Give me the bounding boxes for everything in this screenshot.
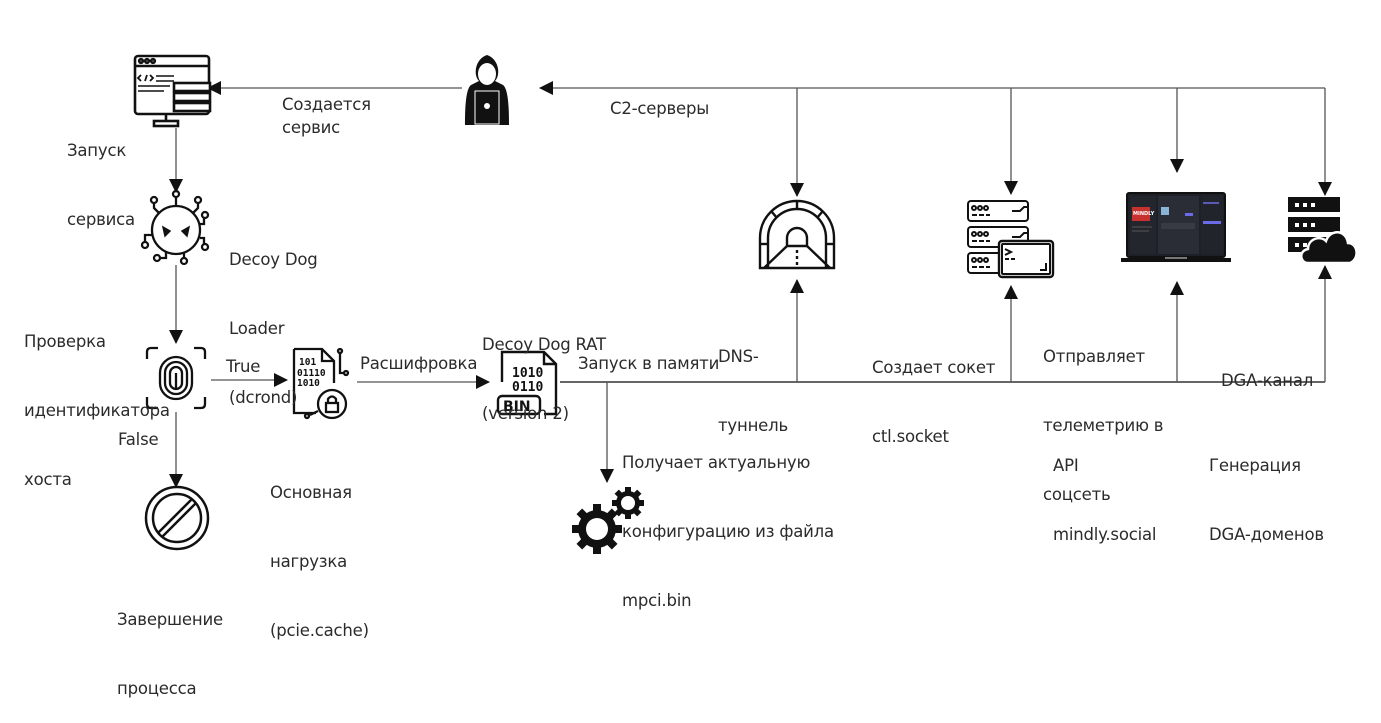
- svg-text:101: 101: [299, 357, 316, 368]
- rat-label: Decoy Dog RAT (version 2): [482, 335, 606, 423]
- flow-diagram: 101 01110 1010 1010 0110 BIN: [133, 54, 1358, 554]
- svg-text:1010: 1010: [512, 366, 543, 381]
- terminate-label: Завершение процесса: [117, 610, 223, 698]
- social-api-label: API mindly.social: [1053, 456, 1157, 544]
- malware-virus-icon: [140, 189, 210, 266]
- dga-channel-label: DGA-канал: [1221, 371, 1314, 390]
- hacker-laptop-icon: [465, 55, 509, 125]
- host-check-label: Проверка идентификатора хоста: [24, 332, 170, 489]
- bin-file-icon: 1010 0110 BIN: [496, 350, 558, 416]
- false-branch-label: False: [118, 430, 159, 449]
- config-label: Получает актуальную конфигурацию из файл…: [622, 453, 834, 610]
- dga-generation-label: Генерация DGA-доменов: [1209, 456, 1324, 544]
- fingerprint-scan-icon: [145, 346, 207, 410]
- gears-icon: [572, 487, 644, 554]
- server-cloud-icon: [1288, 197, 1358, 265]
- social-label: Отправляет телеметрию в соцсеть: [1043, 347, 1164, 504]
- svg-text:0110: 0110: [512, 380, 543, 395]
- payload-label: Основная нагрузка (pcie.cache): [270, 483, 369, 640]
- server-terminal-icon: [967, 200, 1055, 279]
- prohibited-icon: [144, 485, 210, 551]
- decrypt-edge-label: Расшифровка: [360, 354, 478, 373]
- creates-service-edge-label: Создается сервис: [282, 95, 371, 137]
- dns-tunnel-label: DNS- туннель: [718, 347, 788, 435]
- svg-text:MINDLY: MINDLY: [1133, 211, 1155, 217]
- encrypted-binary-file-icon: 101 01110 1010: [292, 347, 350, 420]
- service-label: Запуск сервиса: [67, 141, 135, 229]
- svg-text:BIN: BIN: [503, 399, 531, 415]
- c2-servers-label: С2-серверы: [610, 99, 710, 118]
- laptop-social-icon: MINDLY: [1121, 192, 1231, 262]
- run-in-memory-edge-label: Запуск в памяти: [578, 354, 720, 373]
- true-branch-label: True: [226, 357, 261, 376]
- socket-label: Создает сокет ctl.socket: [872, 358, 996, 446]
- web-server-code-icon: [133, 54, 212, 128]
- loader-label: Decoy Dog Loader (dcrond): [229, 250, 318, 407]
- tunnel-icon: [758, 199, 836, 270]
- svg-text:1010: 1010: [297, 378, 320, 389]
- svg-text:01110: 01110: [297, 368, 326, 379]
